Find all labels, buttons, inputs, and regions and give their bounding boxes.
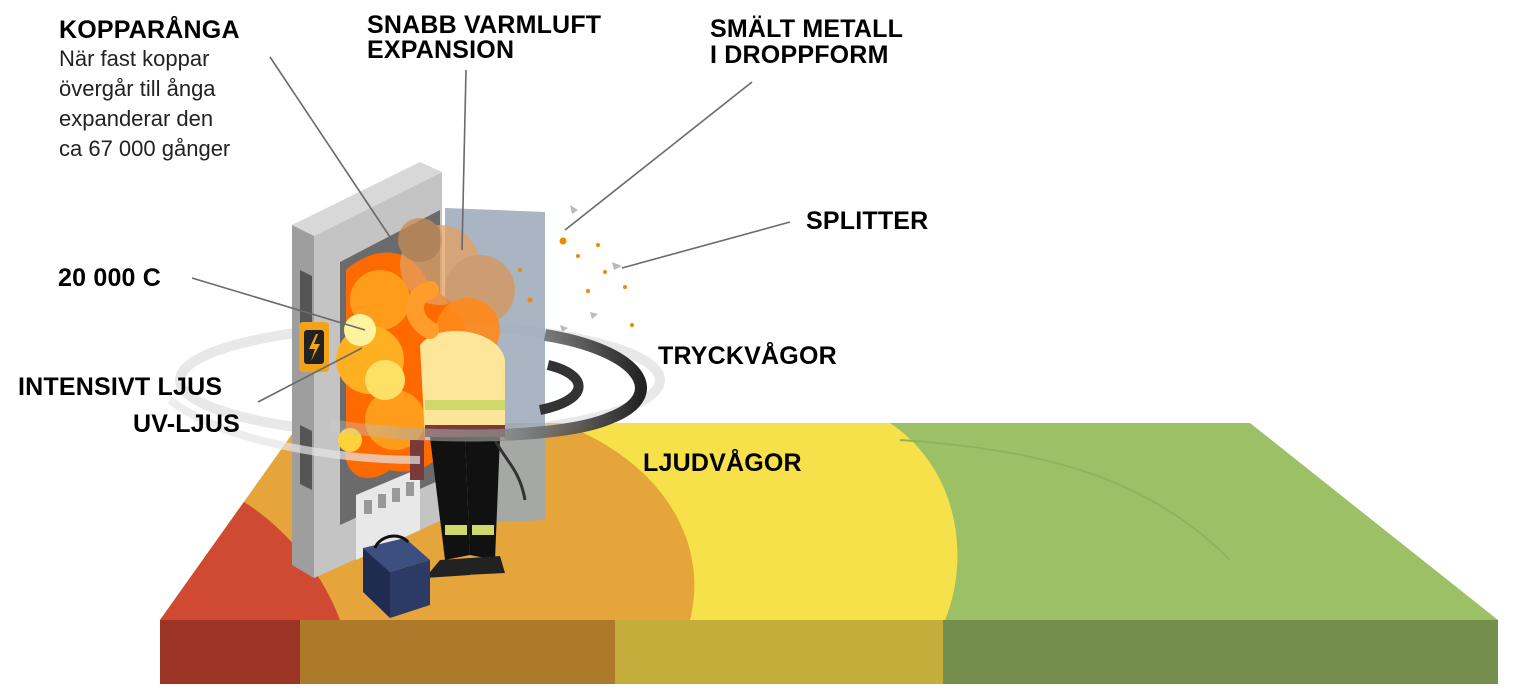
label-smalt-metall-line1: SMÄLT METALL bbox=[710, 15, 904, 43]
label-uv-ljus: UV-LJUS bbox=[133, 410, 240, 438]
label-intensivt-ljus: INTENSIVT LJUS bbox=[18, 373, 223, 401]
label-snabb-varmluft-line2: EXPANSION bbox=[367, 36, 515, 64]
kopparanga-desc-line: ca 67 000 gånger bbox=[59, 136, 231, 161]
label-ljudvagor: LJUDVÅGOR bbox=[643, 449, 802, 477]
label-temperature: 20 000 C bbox=[58, 264, 162, 292]
label-splitter: SPLITTER bbox=[806, 207, 929, 235]
lightning-warning-icon bbox=[299, 322, 329, 372]
floor-top bbox=[160, 423, 1498, 620]
label-tryckvagor: TRYCKVÅGOR bbox=[658, 342, 837, 370]
kopparanga-desc-line: När fast koppar bbox=[59, 46, 210, 71]
floor-curve-line bbox=[899, 439, 1231, 561]
kopparanga-desc-line: övergår till ånga bbox=[59, 76, 216, 101]
kopparanga-desc-line: expanderar den bbox=[59, 106, 214, 131]
kopparanga-description: När fast koppar övergår till ånga expand… bbox=[59, 44, 230, 164]
pressure-wave-rings bbox=[167, 329, 647, 464]
splinters-and-molten-drops bbox=[518, 205, 634, 332]
floor-front bbox=[160, 620, 1498, 684]
label-kopparanga: KOPPARÅNGA bbox=[59, 16, 240, 44]
leader-lines bbox=[191, 56, 791, 403]
label-snabb-varmluft-line1: SNABB VARMLUFT bbox=[367, 11, 602, 39]
label-smalt-metall-line2: I DROPPFORM bbox=[710, 41, 889, 69]
toolbag bbox=[363, 534, 430, 618]
